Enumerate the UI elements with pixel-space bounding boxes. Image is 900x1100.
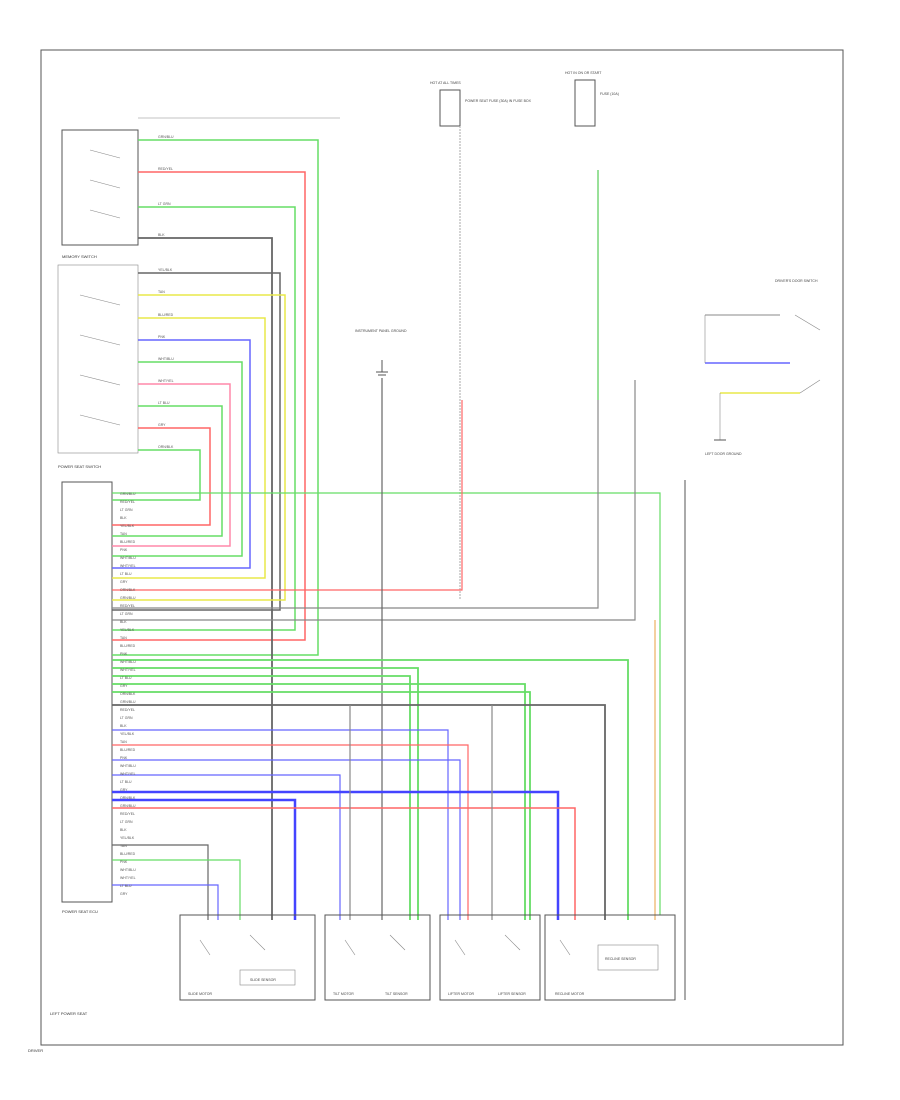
ecu-pin-label: TAN — [120, 532, 127, 536]
ecu-pin-label: ORN/BLK — [120, 692, 136, 696]
ecu-pin-label: LT GRN — [120, 820, 133, 824]
switch-wire-label: WHT/BLU — [158, 357, 174, 361]
ecu-pin-label: WHT/YEL — [120, 668, 136, 672]
memory-switch: MEMORY SWITCH — [61, 129, 139, 259]
ecu-pin-label: LT GRN — [120, 508, 133, 512]
ecu-pin-label: ORN/BLK — [120, 796, 136, 800]
footer-label: DRIVER — [28, 1048, 43, 1053]
ecu-pin-label: TAN — [120, 844, 127, 848]
ecu-pin-label: WHT/BLU — [120, 764, 136, 768]
ecu-pin-label: LT BLU — [120, 884, 132, 888]
ecu-pin-label: GRY — [120, 580, 128, 584]
ecu-pin-label: GRN/BLU — [120, 700, 136, 704]
top-fuse-1: HOT AT ALL TIMES POWER SEAT FUSE (30A) I… — [430, 81, 532, 600]
ecu-pin-label: WHT/BLU — [120, 868, 136, 872]
ecu-pin-label: PNK — [120, 860, 128, 864]
motor-group-recline: RECLINE MOTOR RECLINE SENSOR — [544, 914, 676, 1001]
ecu-pin-label: BLU/RED — [120, 644, 136, 648]
ecu-pin-label: WHT/YEL — [120, 564, 136, 568]
motor-label-4: LIFTER MOTOR — [448, 992, 474, 996]
switch-wire-label: WHT/YEL — [158, 379, 174, 383]
motor-label-5: LIFTER SENSOR — [498, 992, 526, 996]
motor-label-1: SLIDE SENSOR — [250, 978, 276, 982]
ecu-pin-label: LT BLU — [120, 676, 132, 680]
ecu-pin-label: BLK — [120, 516, 127, 520]
ecu-pin-label: BLU/RED — [120, 540, 136, 544]
ecu-pin-label: RED/YEL — [120, 812, 135, 816]
ecu-pin-label: WHT/BLU — [120, 556, 136, 560]
ecu-pin-label: LT BLU — [120, 780, 132, 784]
powerseat-ecu: POWER SEAT ECU — [61, 481, 113, 914]
ecu-pin-label: GRN/BLU — [120, 596, 136, 600]
ecu-pin-label: TAN — [120, 636, 127, 640]
ecu-pin-label: WHT/BLU — [120, 660, 136, 664]
door-switch-desc: DRIVER'S DOOR SWITCH — [775, 279, 818, 283]
ecu-pin-label: BLU/RED — [120, 852, 136, 856]
switch-wire-label: BLU/RED — [158, 313, 174, 317]
motor-label-6: RECLINE MOTOR — [555, 992, 585, 996]
switch-wire-label: GRN/BLU — [158, 135, 174, 139]
switch-wire-label: YEL/BLK — [158, 268, 173, 272]
powerseat-ecu-label: POWER SEAT ECU — [62, 909, 98, 914]
wire-bundle-lower — [112, 620, 656, 920]
powerseat-switch: POWER SEAT SWITCH — [57, 264, 139, 469]
ecu-pin-label: BLK — [120, 828, 127, 832]
ecu-pin-label: TAN — [120, 740, 127, 744]
switch-wire-label: ORN/BLK — [158, 445, 174, 449]
ecu-pin-label: RED/YEL — [120, 708, 135, 712]
diagram-border — [40, 49, 844, 1046]
top-fuse-2-label: HOT IN ON OR START — [565, 71, 602, 75]
memory-switch-label: MEMORY SWITCH — [62, 254, 97, 259]
ground-symbol: INSTRUMENT PANEL GROUND — [355, 329, 407, 376]
ecu-pin-label: GRN/BLU — [120, 804, 136, 808]
ecu-pin-label: PNK — [120, 548, 128, 552]
switch-wire-label: GRY — [158, 423, 166, 427]
ecu-pin-label: GRN/BLU — [120, 492, 136, 496]
ecu-pin-label: GRY — [120, 788, 128, 792]
ecu-pin-label: GRY — [120, 892, 128, 896]
ecu-pin-label: WHT/YEL — [120, 876, 136, 880]
motor-group-lifter: LIFTER MOTOR LIFTER SENSOR — [439, 914, 541, 1001]
ecu-pin-label: GRY — [120, 684, 128, 688]
ecu-pin-label: LT GRN — [120, 612, 133, 616]
ecu-pin-label: YEL/BLK — [120, 732, 135, 736]
ground-label: INSTRUMENT PANEL GROUND — [355, 329, 407, 333]
ecu-pin-label: RED/YEL — [120, 500, 135, 504]
ecu-pin-label: LT BLU — [120, 572, 132, 576]
ecu-pin-label: PNK — [120, 756, 128, 760]
ecu-pin-label: BLU/RED — [120, 748, 136, 752]
motor-label-2: TILT MOTOR — [333, 992, 354, 996]
ecu-pin-label: RED/YEL — [120, 604, 135, 608]
top-fuse-2-desc: FUSE (10A) — [600, 92, 619, 96]
ecu-pin-label: YEL/BLK — [120, 836, 135, 840]
ecu-pin-label: WHT/YEL — [120, 772, 136, 776]
motor-label-7: RECLINE SENSOR — [605, 957, 636, 961]
top-fuse-2: HOT IN ON OR START FUSE (10A) — [565, 71, 619, 127]
switch-wire-label: RED/YEL — [158, 167, 173, 171]
switch-wire-label: PNK — [158, 335, 166, 339]
ecu-pin-label: PNK — [120, 652, 128, 656]
switch-wire-label: BLK — [158, 233, 165, 237]
switch-wire-label: LT BLU — [158, 401, 170, 405]
top-fuse-1-label: HOT AT ALL TIMES — [430, 81, 461, 85]
ground-left-label: LEFT DOOR GROUND — [705, 452, 742, 456]
ecu-pin-label: LT GRN — [120, 716, 133, 720]
switch-wire-label: LT GRN — [158, 202, 171, 206]
motor-group-tilt: TILT MOTOR TILT SENSOR — [324, 914, 431, 1001]
ecu-pin-label: YEL/BLK — [120, 628, 135, 632]
top-fuse-1-desc: POWER SEAT FUSE (30A) IN FUSE BOX — [465, 99, 532, 103]
left-powerseat-label: LEFT POWER SEAT — [50, 1011, 88, 1016]
ecu-pin-label: BLK — [120, 620, 127, 624]
door-switch: DRIVER'S DOOR SWITCH LEFT DOOR GROUND — [704, 279, 821, 456]
motor-group-slide: SLIDE MOTOR SLIDE SENSOR — [179, 914, 316, 1001]
motor-label-3: TILT SENSOR — [385, 992, 408, 996]
motor-label-0: SLIDE MOTOR — [188, 992, 213, 996]
powerseat-switch-label: POWER SEAT SWITCH — [58, 464, 101, 469]
switch-wire-label: TAN — [158, 290, 165, 294]
ecu-pin-label: ORN/BLK — [120, 588, 136, 592]
ecu-pin-label: BLK — [120, 724, 127, 728]
ecu-pin-label: YEL/BLK — [120, 524, 135, 528]
